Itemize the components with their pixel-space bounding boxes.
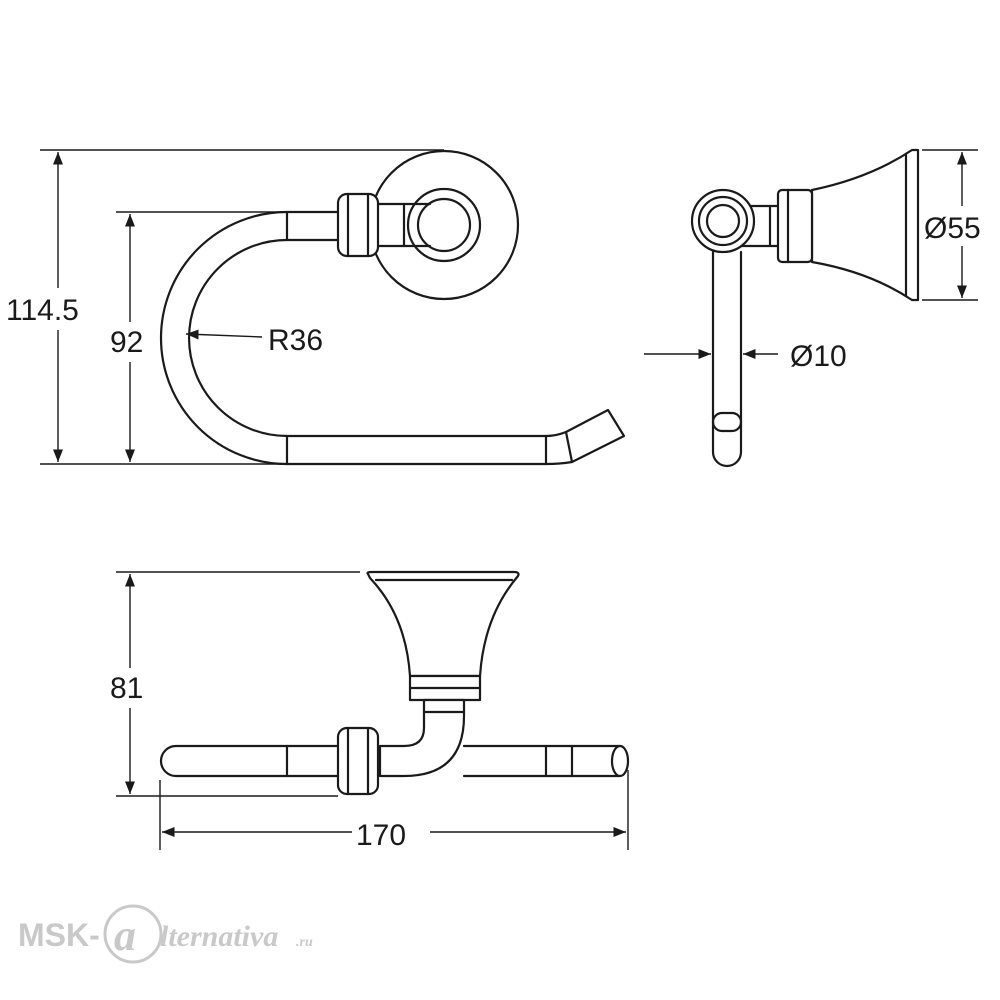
collar [336, 192, 380, 258]
radius-leader [185, 329, 263, 340]
side-elbow-outer [690, 188, 756, 254]
ext-line-width [159, 770, 629, 850]
watermark-prefix: MSK- [18, 917, 100, 953]
dim-total-height: 114.5 [6, 294, 79, 327]
dim-radius: R36 [268, 324, 323, 357]
side-elbow-inner [705, 203, 741, 239]
rosette-hole [416, 197, 472, 253]
watermark: MSK- a lternativa .ru [18, 904, 313, 964]
dim-label-bg [922, 206, 1000, 246]
ext-line-depth [116, 571, 360, 797]
side-view: Ø55 Ø10 [644, 148, 1000, 468]
wall-rosette [368, 149, 520, 301]
top-rod-end [610, 744, 630, 778]
top-elbow [378, 698, 466, 778]
rod-tip-joint [564, 430, 574, 464]
dim-inner-height: 92 [110, 326, 143, 359]
dim-label-bg [108, 668, 154, 708]
dim-label-bg [352, 812, 430, 852]
side-collar [776, 188, 814, 264]
dim-label-bg [2, 288, 102, 330]
collar-rings [346, 192, 370, 258]
dim-width: 170 [356, 819, 406, 852]
dim-rod-diameter: Ø10 [790, 340, 847, 373]
upper-rod [285, 210, 340, 242]
top-view: 81 170 [108, 570, 630, 852]
loop-outer [159, 210, 289, 466]
top-collar-rings [346, 726, 370, 796]
watermark-logo-circle [103, 904, 163, 964]
watermark-suffix: lternativa [160, 920, 278, 953]
lower-rod [285, 434, 548, 466]
side-rod-tip [711, 411, 743, 433]
top-flared-base [366, 570, 520, 678]
top-rod-left [159, 744, 340, 778]
watermark-logo-letter: a [114, 911, 136, 960]
flared-base [810, 148, 920, 302]
rod-tip [544, 408, 626, 466]
dim-label-bg [108, 322, 154, 362]
dim-depth: 81 [110, 672, 143, 705]
watermark-tld: .ru [296, 935, 313, 950]
side-rod [711, 250, 743, 468]
top-rod-right [462, 744, 622, 778]
top-collar-knuckle [336, 726, 380, 796]
rosette-inner-ring [406, 187, 482, 263]
ext-line-base [922, 149, 978, 301]
side-elbow-mid [697, 195, 749, 247]
dim-base-diameter: Ø55 [924, 212, 981, 245]
front-view: 114.5 92 R36 [2, 149, 626, 466]
